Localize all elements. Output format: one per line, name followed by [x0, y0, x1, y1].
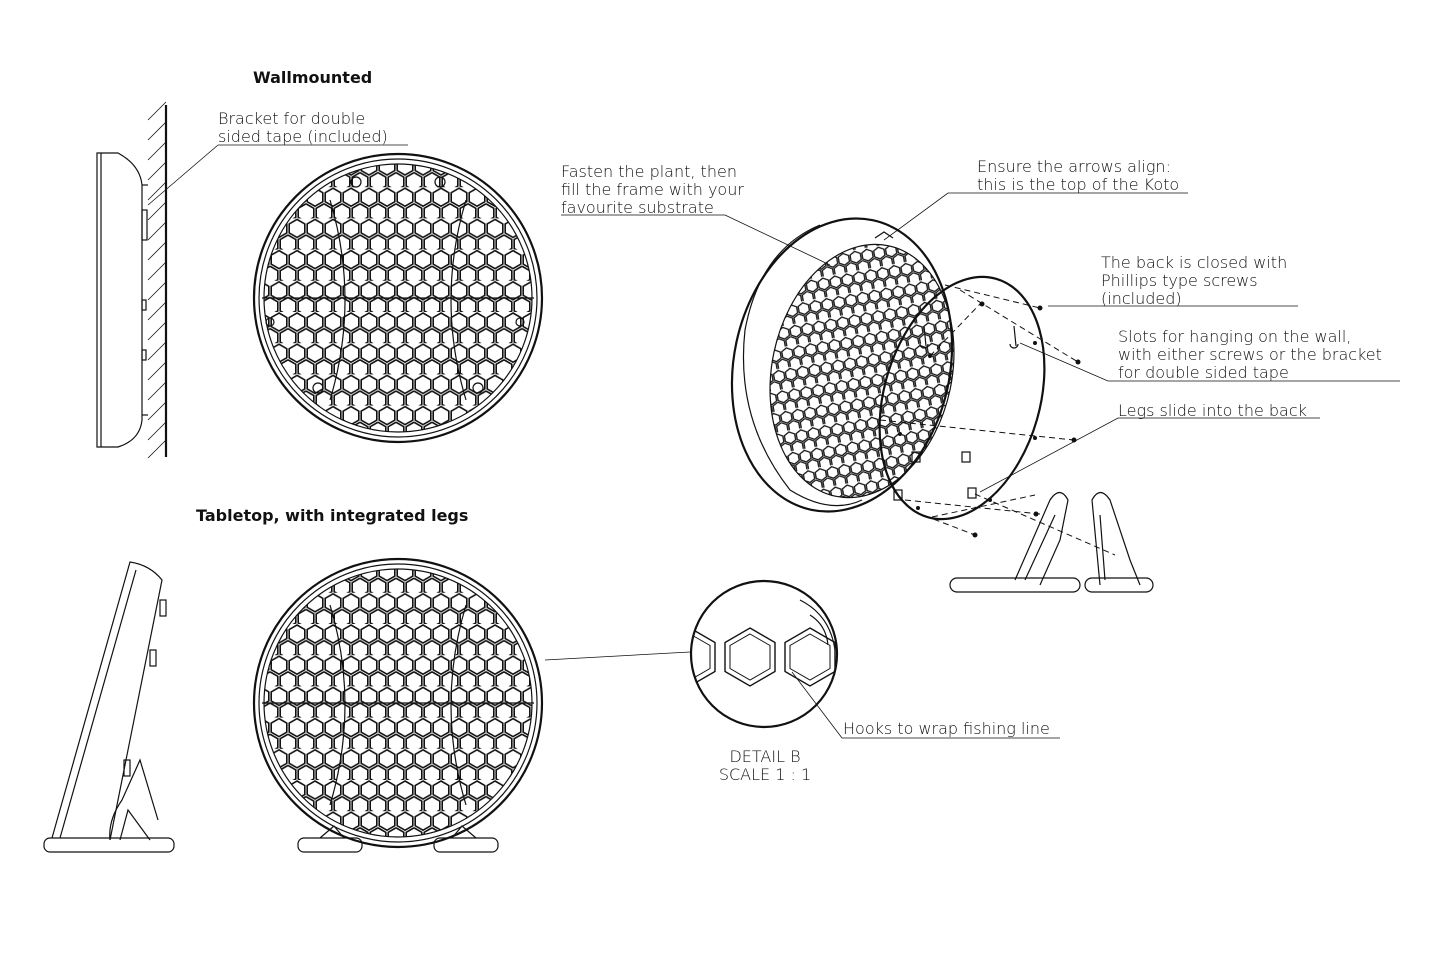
leader-fasten: [561, 214, 831, 266]
leader-slots: [1019, 342, 1400, 382]
leader-legs: [979, 417, 1320, 493]
table-front-view: [252, 557, 544, 853]
leader-arrows: [883, 192, 1188, 241]
detail-title: DETAIL B: [729, 747, 800, 766]
callout-slots: Slots for hanging on the wall, with eith…: [1118, 327, 1387, 382]
callout-arrows: Ensure the arrows align: this is the top…: [977, 157, 1179, 194]
callout-hooks: Hooks to wrap fishing line: [843, 719, 1050, 738]
callout-legs: Legs slide into the back: [1118, 401, 1307, 420]
callout-fasten: Fasten the plant, then fill the frame wi…: [561, 162, 749, 217]
detail-b-magnified: [689, 579, 839, 729]
callout-bracket: Bracket for double sided tape (included): [218, 109, 388, 146]
heading-tabletop: Tabletop, with integrated legs: [196, 506, 468, 525]
exploded-view: [730, 217, 1154, 593]
wall-front-view: [252, 152, 544, 444]
leader-hooks: [791, 671, 1060, 739]
callout-back-closed: The back is closed with Phillips type sc…: [1101, 253, 1292, 308]
detail-scale: SCALE 1 : 1: [719, 765, 811, 784]
wall-side-view: [96, 101, 168, 459]
table-side-view: [43, 561, 175, 853]
heading-wallmounted: Wallmounted: [253, 68, 372, 87]
